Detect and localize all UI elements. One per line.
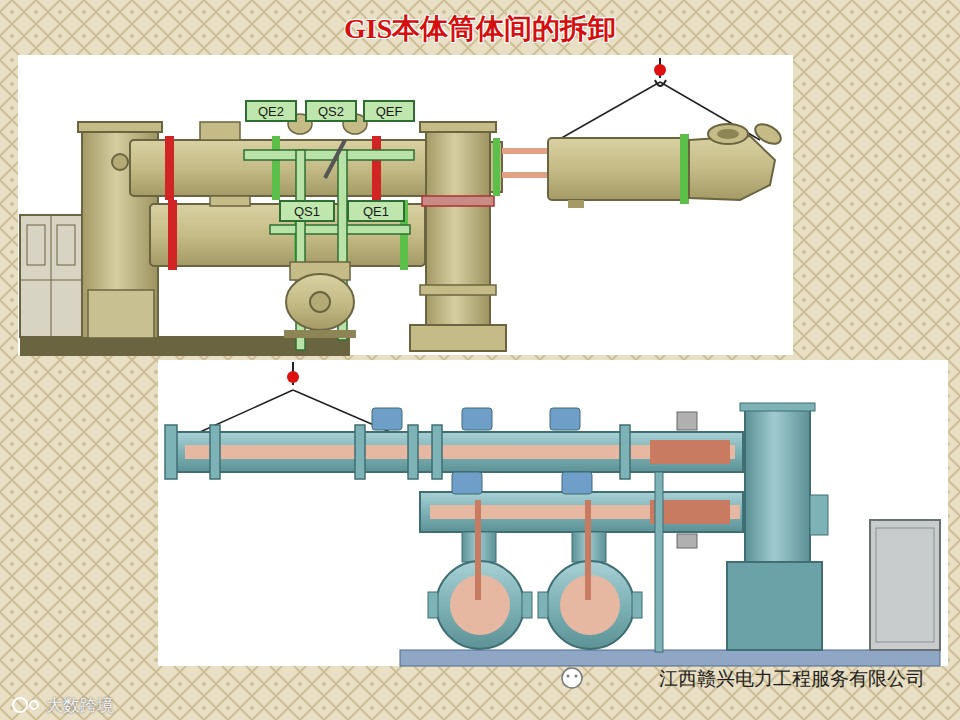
equipment-box: QS1 bbox=[279, 200, 335, 222]
watermark: 大数跨境 bbox=[46, 694, 114, 717]
equipment-box: QEF bbox=[363, 100, 415, 122]
watermark: 江西赣兴电力工程服务有限公司 bbox=[659, 666, 925, 692]
equipment-label: QE2 bbox=[258, 105, 284, 118]
equipment-label: QE1 bbox=[363, 205, 389, 218]
title: GIS本体筒体间的拆卸 bbox=[344, 10, 616, 48]
equipment-box: QE2 bbox=[245, 100, 297, 122]
equipment-label: QS1 bbox=[294, 205, 320, 218]
equipment-label: QS2 bbox=[318, 105, 344, 118]
equipment-box: QS2 bbox=[305, 100, 357, 122]
equipment-box: QE1 bbox=[347, 200, 405, 222]
equipment-label: QEF bbox=[376, 105, 403, 118]
